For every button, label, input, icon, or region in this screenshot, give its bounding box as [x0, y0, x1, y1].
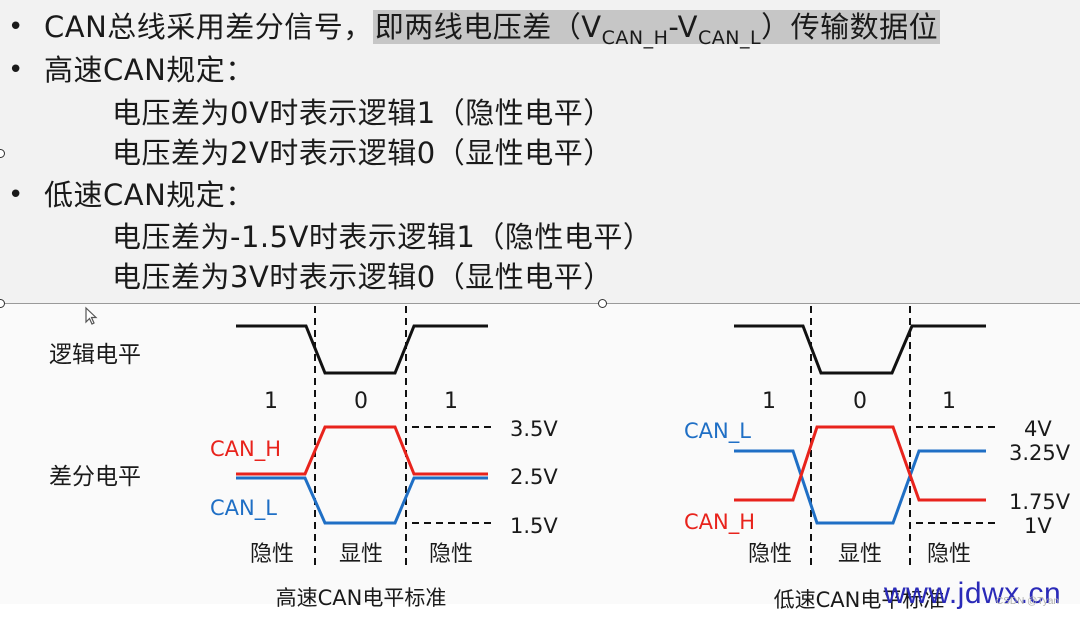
high-can-h-label: CAN_H — [210, 437, 281, 462]
low-speed-chart: 1 0 1 CAN_L CAN_H 4V 3.25V 1.75V 1V 隐性 显… — [684, 306, 1071, 612]
high-bit-1: 1 — [264, 389, 278, 414]
low-volt-3v25: 3.25V — [1009, 441, 1071, 465]
low-volt-1v: 1V — [1024, 514, 1052, 538]
text-line-7: 电压差为3V时表示逻辑0（显性电平） — [112, 260, 613, 294]
low-can-l-trace — [734, 449, 986, 525]
low-logic-trace — [734, 324, 986, 375]
high-can-l-trace — [236, 476, 488, 525]
high-caption: 高速CAN电平标准 — [276, 586, 447, 610]
resize-handle-left-mid[interactable] — [0, 149, 5, 158]
text-line-5: 低速CAN规定： — [44, 178, 255, 212]
bullet-2: • — [8, 55, 24, 85]
text-line-3: 电压差为0V时表示逻辑1（隐性电平） — [112, 96, 613, 130]
low-can-h-label: CAN_H — [684, 510, 755, 535]
high-speed-chart: 1 0 1 CAN_H CAN_L 3.5V 2.5V 1.5V 隐性 显性 隐… — [210, 306, 558, 610]
high-volt-1v5: 1.5V — [510, 514, 558, 538]
selection-border — [0, 303, 1080, 304]
high-logic-trace — [236, 324, 488, 375]
csdn-watermark: CSDN @Tyan — [996, 596, 1059, 607]
resize-handle-left[interactable] — [0, 299, 5, 308]
low-can-h-trace — [734, 425, 986, 502]
low-can-l-label: CAN_L — [684, 419, 751, 444]
high-bit-2: 0 — [354, 389, 368, 414]
low-bit-1: 1 — [762, 389, 776, 414]
high-can-l-label: CAN_L — [210, 496, 277, 521]
watermark-text: www.jdwx.cn — [884, 577, 1062, 610]
low-state-1: 隐性 — [748, 542, 792, 567]
low-state-3: 隐性 — [927, 542, 971, 567]
high-state-3: 隐性 — [429, 542, 473, 567]
line1-sub-l: CAN_L — [698, 27, 762, 49]
high-volt-3v5: 3.5V — [510, 417, 558, 441]
slide-text-area — [0, 0, 1080, 304]
low-bit-2: 0 — [853, 389, 867, 414]
row-label-diff: 差分电平 — [49, 464, 141, 490]
high-state-1: 隐性 — [250, 542, 294, 567]
text-line-2: 高速CAN规定： — [44, 53, 255, 87]
line1-highlight: 即两线电压差（VCAN_H-VCAN_L）传输数据位 — [372, 10, 941, 48]
row-label-logic: 逻辑电平 — [49, 342, 141, 368]
low-caption: 低速CAN电平标准 — [774, 588, 945, 612]
line1-main: CAN总线采用差分信号， — [44, 10, 373, 44]
bullet-1: • — [8, 12, 24, 42]
text-line-4: 电压差为2V时表示逻辑0（显性电平） — [112, 136, 613, 170]
line1-hl-b: ）传输数据位 — [761, 10, 939, 44]
line1-sub-h: CAN_H — [601, 27, 669, 49]
text-line-1: CAN总线采用差分信号，即两线电压差（VCAN_H-VCAN_L）传输数据位 — [44, 7, 941, 48]
line1-dash: -V — [668, 10, 698, 44]
cursor-icon — [85, 306, 98, 325]
low-state-2: 显性 — [838, 542, 882, 567]
low-volt-4v: 4V — [1024, 417, 1052, 441]
low-bit-3: 1 — [942, 389, 956, 414]
high-volt-2v5: 2.5V — [510, 465, 558, 489]
line1-hl-a: 即两线电压差（V — [374, 10, 602, 44]
resize-handle-bottom[interactable] — [598, 299, 607, 308]
low-volt-1v75: 1.75V — [1009, 490, 1071, 514]
high-state-2: 显性 — [339, 542, 383, 567]
high-bit-3: 1 — [444, 389, 458, 414]
text-line-6: 电压差为-1.5V时表示逻辑1（隐性电平） — [112, 220, 653, 254]
high-can-h-trace — [236, 425, 488, 476]
bullet-3: • — [8, 180, 24, 210]
